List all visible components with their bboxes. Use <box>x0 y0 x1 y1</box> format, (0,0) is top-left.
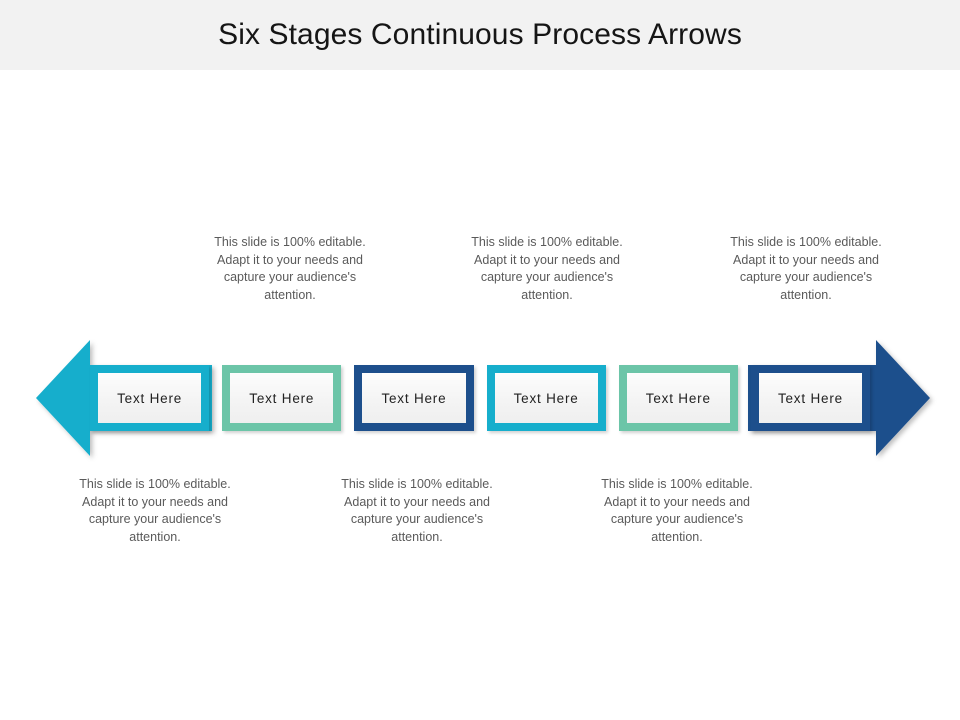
caption-bottom-3: This slide is 100% editable. Adapt it to… <box>601 477 753 544</box>
stage-box-4[interactable]: Text Here <box>486 365 606 431</box>
caption-top-3: This slide is 100% editable. Adapt it to… <box>730 235 882 302</box>
caption-bottom-1: This slide is 100% editable. Adapt it to… <box>79 477 231 544</box>
stage-label-2: Text Here <box>249 390 315 406</box>
stage-label-1: Text Here <box>117 390 183 406</box>
stage-box-5[interactable]: Text Here <box>618 365 738 431</box>
stage-label-4: Text Here <box>513 390 579 406</box>
title-band: Six Stages Continuous Process Arrows <box>0 0 960 70</box>
stage-box-1[interactable]: Text Here <box>90 365 210 431</box>
stage-box-2[interactable]: Text Here <box>222 365 342 431</box>
stage-label-5: Text Here <box>645 390 711 406</box>
caption-bottom-2: This slide is 100% editable. Adapt it to… <box>341 477 493 544</box>
caption-top-2: This slide is 100% editable. Adapt it to… <box>471 235 623 302</box>
stage-label-3: Text Here <box>381 390 447 406</box>
stage-box-3[interactable]: Text Here <box>354 365 474 431</box>
stage-box-6[interactable]: Text Here <box>750 365 871 431</box>
process-diagram: Text Here Text Here Text Here Text Here … <box>0 70 960 720</box>
page-title: Six Stages Continuous Process Arrows <box>218 18 742 51</box>
caption-top-1: This slide is 100% editable. Adapt it to… <box>214 235 366 302</box>
stage-box-row: Text Here Text Here Text Here Text Here … <box>90 365 871 431</box>
stage-label-6: Text Here <box>777 390 843 406</box>
